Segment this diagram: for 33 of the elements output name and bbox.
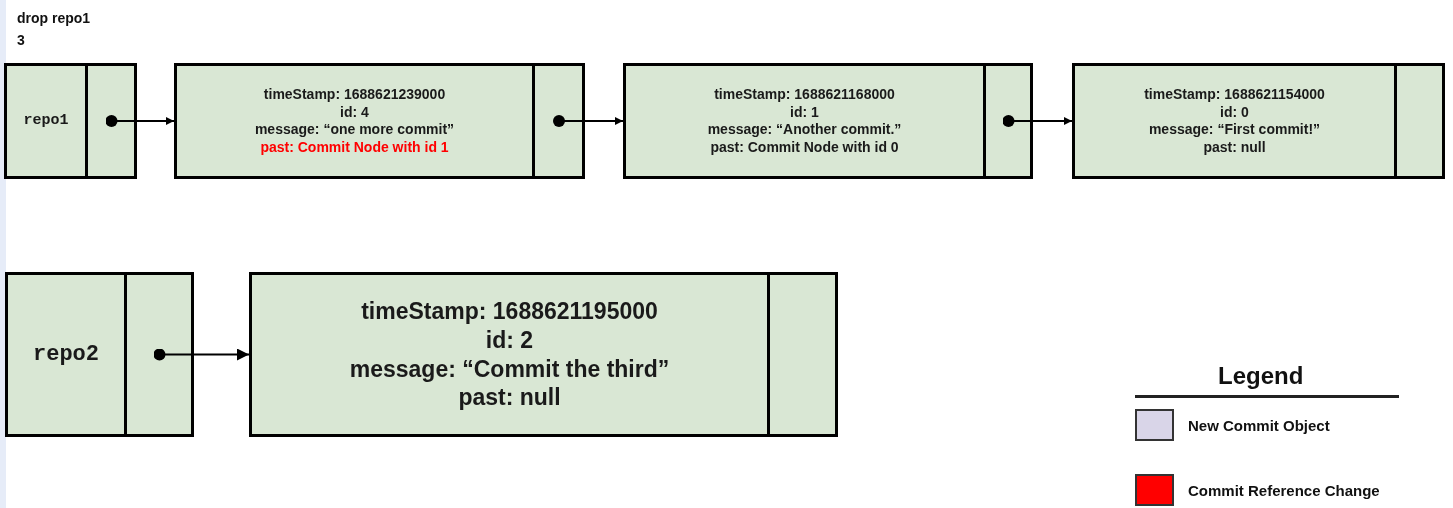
commit-field: message: “Another commit.” [707,121,902,139]
commit-field: past: null [1203,138,1266,156]
pointer-arrow [1002,115,1073,127]
commit-field: message: “one more commit” [254,121,455,139]
reference-name: repo1 [23,111,69,131]
commit-node-box [249,272,838,437]
commit-field: timeStamp: 1688621195000 [361,297,658,326]
commit-field: timeStamp: 1688621239000 [263,86,446,104]
caption-text: 3 [17,32,25,48]
commit-node-box [1072,63,1445,179]
commit-field: past: null [458,383,561,412]
commit-field: message: “First commit!” [1148,121,1321,139]
caption-text: drop repo1 [17,10,91,26]
reference-box [4,63,137,179]
commit-field: id: 4 [340,103,369,121]
commit-node-box [174,63,585,179]
legend-text: Commit Reference Change [1188,482,1380,499]
commit-node-box [623,63,1033,179]
commit-field: past: Commit Node with id 1 [260,138,449,156]
commit-field: timeStamp: 1688621168000 [714,86,895,104]
reference-box [5,272,194,437]
commit-field: id: 0 [1220,103,1249,121]
pointer-arrow [153,348,250,361]
legend-text: New Commit Object [1188,417,1330,434]
legend-title: Legend [1218,362,1304,390]
commit-field: past: Commit Node with id 0 [710,138,899,156]
pointer-arrow [105,115,175,127]
commit-field: message: “Commit the third” [349,354,670,384]
pointer-arrow [553,115,624,127]
commit-field: id: 1 [790,103,819,121]
reference-name: repo2 [33,340,99,369]
commit-field: id: 2 [485,325,534,355]
commit-field: timeStamp: 1688621154000 [1144,86,1325,104]
